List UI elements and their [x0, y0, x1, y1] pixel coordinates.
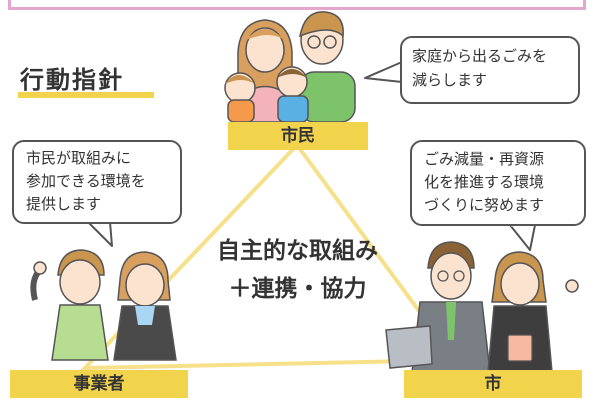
bubble-line: 減らします — [412, 71, 488, 89]
bubble-line: 家庭から出るごみを — [412, 47, 548, 65]
bubble-line: 提供します — [26, 195, 102, 213]
node-label-citizens: 市民 — [228, 122, 368, 150]
bubble-line: 市民が取組みに — [26, 149, 132, 167]
citizens-speech-bubble: 家庭から出るごみを 減らします — [400, 36, 580, 104]
bubble-line: 化を推進する環境 — [424, 173, 545, 191]
node-label-city: 市 — [404, 370, 582, 398]
triangle-edges — [80, 141, 459, 371]
page-title: 行動指針 — [20, 66, 124, 94]
center-message: 自主的な取組み ＋連携・協力 — [190, 232, 405, 308]
center-line-1: 自主的な取組み — [217, 238, 378, 264]
businesses-speech-bubble: 市民が取組みに 参加できる環境を 提供します — [12, 140, 182, 224]
frame-top-border — [8, 0, 586, 10]
bubble-line: 参加できる環境を — [26, 172, 146, 190]
bubble-line: づくりに努めます — [424, 196, 545, 214]
title-underline — [18, 92, 154, 98]
bubble-line: ごみ減量・再資源 — [424, 150, 545, 168]
center-line-2: ＋連携・協力 — [228, 276, 367, 302]
node-label-businesses: 事業者 — [10, 370, 188, 398]
city-speech-bubble: ごみ減量・再資源 化を推進する環境 づくりに努めます — [410, 140, 586, 226]
